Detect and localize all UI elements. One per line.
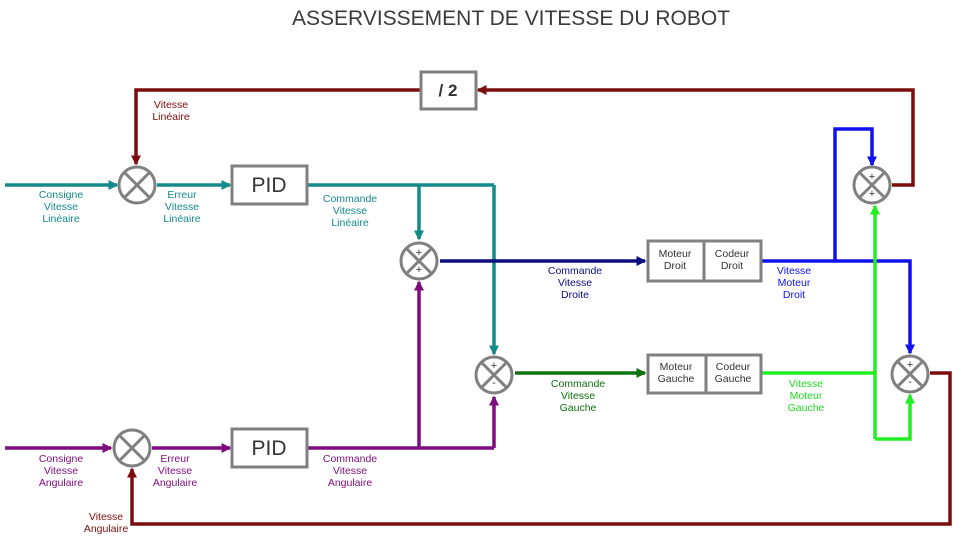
label-commande-gauche: Commande Vitesse Gauche xyxy=(551,378,605,414)
sign-gauche-bottom: - xyxy=(492,377,496,389)
label-line: Vitesse xyxy=(561,390,595,402)
label-line: Commande xyxy=(548,265,602,277)
moteur-gauche-line1: Moteur xyxy=(660,361,693,373)
block-divide-label: / 2 xyxy=(439,81,458,100)
label-line: Vitesse xyxy=(89,511,123,523)
wire-vitesse-droit-to-sum-lin xyxy=(833,127,877,261)
summer-vitesse-lineaire xyxy=(852,165,892,205)
label-line: Linéaire xyxy=(163,213,201,225)
comparator-angulaire xyxy=(112,428,152,468)
label-line: Linéaire xyxy=(42,213,80,225)
label-line: Vitesse xyxy=(165,201,199,213)
label-line: Vitesse xyxy=(333,205,367,217)
sign-lin-top: + xyxy=(869,171,875,183)
moteur-droit-line1: Moteur xyxy=(659,248,692,260)
summer-commande-gauche xyxy=(474,355,514,395)
label-line: Angulaire xyxy=(153,477,198,489)
label-line: Consigne xyxy=(39,453,84,465)
sign-lin-bottom: + xyxy=(869,188,875,200)
label-line: Angulaire xyxy=(328,477,373,489)
block-pid-lineaire: PID xyxy=(230,164,309,206)
sign-droite-top: + xyxy=(416,247,422,259)
label-line: Droite xyxy=(561,289,589,301)
label-line: Gauche xyxy=(788,402,825,414)
label-consigne-angulaire: Consigne Vitesse Angulaire xyxy=(39,453,84,489)
label-line: Erreur xyxy=(160,453,190,465)
label-line: Vitesse xyxy=(789,378,823,390)
label-line: Moteur xyxy=(790,390,823,402)
codeur-gauche-line2: Gauche xyxy=(715,373,752,385)
wire-vitesse-gauche-to-sum-ang xyxy=(875,393,915,441)
block-pid-angulaire: PID xyxy=(230,427,309,469)
label-line: Vitesse xyxy=(44,465,78,477)
block-moteur-codeur-droit: Moteur Droit Codeur Droit xyxy=(646,239,763,283)
codeur-droit-line2: Droit xyxy=(721,260,743,272)
sign-droite-bottom: + xyxy=(416,264,422,276)
label-consigne-lineaire: Consigne Vitesse Linéaire xyxy=(39,189,84,225)
wire-feedback-lineaire xyxy=(476,85,915,187)
label-line: Linéaire xyxy=(152,111,190,123)
label-erreur-angulaire: Erreur Vitesse Angulaire xyxy=(153,453,198,489)
label-vitesse-angulaire-fb: Vitesse Angulaire xyxy=(84,511,129,535)
block-moteur-codeur-gauche: Moteur Gauche Codeur Gauche xyxy=(646,353,763,395)
label-line: Consigne xyxy=(39,189,84,201)
wire-vitesse-moteur-droit xyxy=(762,259,915,355)
label-line: Moteur xyxy=(778,277,811,289)
label-line: Gauche xyxy=(560,402,597,414)
label-line: Angulaire xyxy=(84,523,129,535)
label-line: Vitesse xyxy=(777,265,811,277)
label-erreur-lineaire: Erreur Vitesse Linéaire xyxy=(163,189,201,225)
label-vitesse-lineaire-fb: Vitesse Linéaire xyxy=(152,99,190,123)
pid-lineaire-label: PID xyxy=(251,174,286,197)
label-line: Linéaire xyxy=(331,217,369,229)
summer-commande-droite xyxy=(399,241,439,281)
label-line: Vitesse xyxy=(158,465,192,477)
label-line: Commande xyxy=(551,378,605,390)
label-line: Commande xyxy=(323,193,377,205)
label-vitesse-moteur-droit: Vitesse Moteur Droit xyxy=(777,265,811,301)
label-commande-lineaire: Commande Vitesse Linéaire xyxy=(323,193,377,229)
codeur-gauche-line1: Codeur xyxy=(716,361,751,373)
block-divide: / 2 xyxy=(419,70,478,111)
label-line: Erreur xyxy=(167,189,197,201)
label-line: Angulaire xyxy=(39,477,84,489)
moteur-gauche-line2: Gauche xyxy=(658,373,695,385)
pid-angulaire-label: PID xyxy=(251,437,286,460)
label-commande-droite: Commande Vitesse Droite xyxy=(548,265,602,301)
label-line: Droit xyxy=(783,289,805,301)
label-line: Commande xyxy=(323,453,377,465)
label-line: Vitesse xyxy=(333,465,367,477)
label-line: Vitesse xyxy=(558,277,592,289)
diagram-title: ASSERVISSEMENT DE VITESSE DU ROBOT xyxy=(292,7,730,30)
sign-gauche-top: + xyxy=(491,360,497,372)
label-line: Vitesse xyxy=(44,201,78,213)
label-vitesse-moteur-gauche: Vitesse Moteur Gauche xyxy=(788,378,825,414)
label-commande-angulaire: Commande Vitesse Angulaire xyxy=(323,453,377,489)
wire-vitesse-angulaire-fb xyxy=(127,371,952,526)
moteur-droit-line2: Droit xyxy=(664,260,686,272)
label-line: Vitesse xyxy=(154,99,188,111)
wire-vitesse-lineaire-fb xyxy=(131,88,420,166)
sign-ang-bottom: - xyxy=(908,376,912,388)
sign-ang-top: + xyxy=(907,359,913,371)
summer-vitesse-angulaire xyxy=(890,354,930,394)
comparator-lineaire xyxy=(117,165,157,205)
codeur-droit-line1: Codeur xyxy=(715,248,750,260)
